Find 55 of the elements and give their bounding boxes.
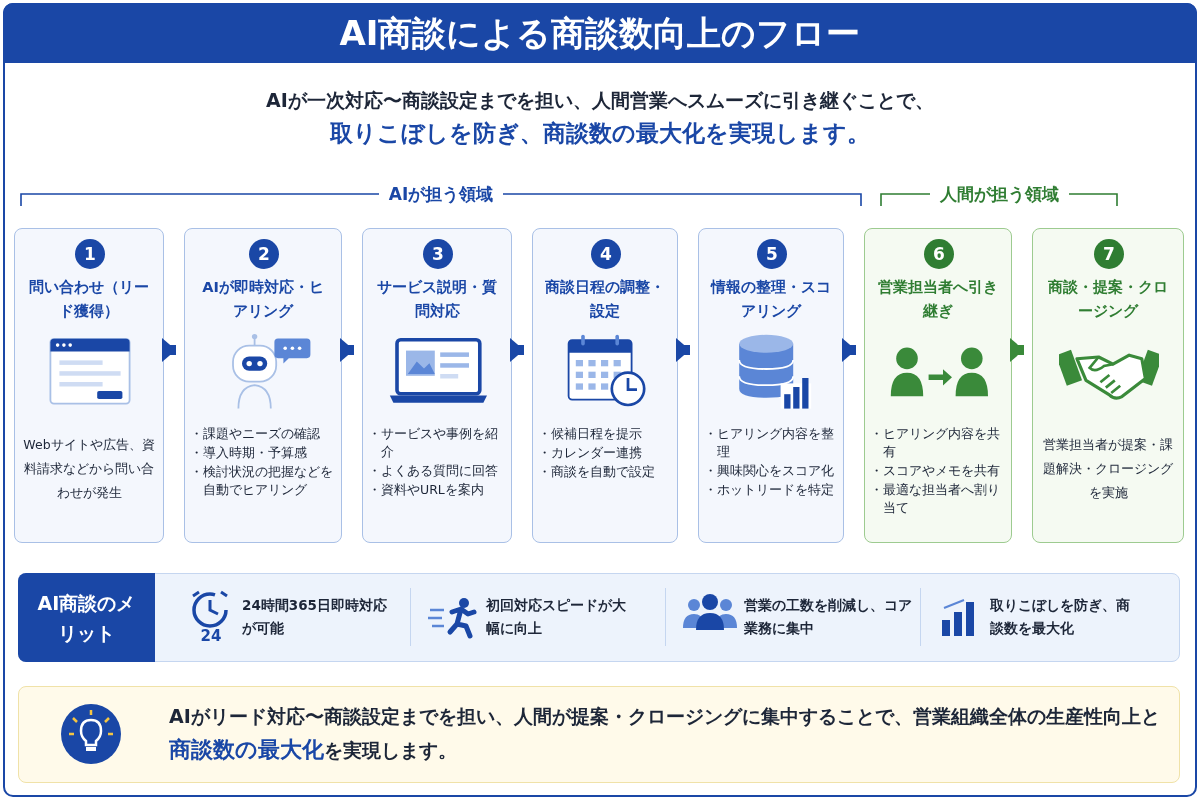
bullet-item: ・商談を自動で設定 bbox=[538, 463, 656, 481]
subtitle: 取りこぼしを防ぎ、商談数の最大化を実現します。 bbox=[329, 119, 871, 148]
step-number: 7 bbox=[1094, 239, 1124, 269]
subtitle: AIが一次対応〜商談設定までを担い、人間営業へスムーズに引き継ぐことで、 bbox=[265, 88, 935, 113]
step-card bbox=[864, 228, 1012, 543]
step-card bbox=[184, 228, 342, 543]
merit-text: 初回対応スピードが大幅に向上 bbox=[486, 596, 627, 638]
step-number: 1 bbox=[75, 239, 105, 269]
summary-text: AIがリード対応〜商談設定までを担い、人間が提案・クロージングに集中することで、営業組織全体の生産性向上と商談数の最大化を実現します。 bbox=[169, 704, 1161, 764]
bullet-item: ・サービスや事例を紹介 bbox=[368, 425, 499, 461]
arrow bbox=[1010, 338, 1024, 362]
step-title: 情報の整理・スコアリング bbox=[709, 278, 832, 321]
step-card bbox=[362, 228, 512, 543]
merit-text: 取りこぼしを防ぎ、商談数を最大化 bbox=[990, 596, 1131, 638]
bullet-item: ・カレンダー連携 bbox=[538, 444, 643, 462]
title-banner: AI商談による商談数向上のフロー bbox=[3, 3, 1197, 63]
merit-heading: AI商談のメリット bbox=[18, 573, 155, 662]
step-card bbox=[698, 228, 844, 543]
step-title: 商談・提案・クロージング bbox=[1047, 278, 1169, 321]
bullet-item: ・興味関心をスコア化 bbox=[704, 462, 835, 480]
bullet-item: ・ヒアリング内容を整理 bbox=[704, 425, 835, 461]
step-number: 2 bbox=[249, 239, 279, 269]
step-description: 営業担当者が提案・課題解決・クロージングを実施 bbox=[1042, 436, 1174, 502]
step-title: 商談日程の調整・設定 bbox=[544, 278, 666, 321]
bullet-item: ・最適な担当者へ割り当て bbox=[870, 481, 1001, 517]
step-title: 営業担当者へ引き継ぎ bbox=[877, 278, 999, 321]
bullet-item: ・候補日程を提示 bbox=[538, 425, 643, 443]
step-number: 6 bbox=[924, 239, 954, 269]
step-card bbox=[1032, 228, 1184, 543]
arrow bbox=[842, 338, 856, 362]
bullet-item: ・課題やニーズの確認 bbox=[190, 425, 321, 443]
bullet-item: ・資料やURLを案内 bbox=[368, 481, 485, 499]
step-number: 5 bbox=[757, 239, 787, 269]
step-description: Webサイトや広告、資料請求などから問い合わせが発生 bbox=[22, 436, 156, 502]
note-box bbox=[18, 686, 1180, 783]
merit-text: 営業の工数を削減し、コア業務に集中 bbox=[744, 596, 913, 638]
step-card bbox=[532, 228, 678, 543]
step-number: 4 bbox=[591, 239, 621, 269]
bullet-item: ・検討状況の把握などを自動でヒアリング bbox=[190, 463, 334, 499]
bullet-item: ・導入時期・予算感 bbox=[190, 444, 308, 462]
bullet-item: ・ホットリードを特定 bbox=[704, 481, 835, 499]
merit-text: 24時間365日即時対応が可能 bbox=[242, 596, 388, 638]
step-title: サービス説明・質問対応 bbox=[376, 278, 498, 321]
step-card bbox=[14, 228, 164, 543]
arrow bbox=[510, 338, 524, 362]
bullet-item: ・ヒアリング内容を共有 bbox=[870, 425, 1001, 461]
arrow bbox=[676, 338, 690, 362]
step-title: 問い合わせ（リード獲得） bbox=[28, 278, 150, 321]
bullet-item: ・よくある質問に回答 bbox=[368, 462, 499, 480]
icon-number: 24 bbox=[199, 628, 223, 644]
arrow bbox=[340, 338, 354, 362]
step-title: AIが即時対応・ヒアリング bbox=[201, 278, 325, 321]
step-number: 3 bbox=[423, 239, 453, 269]
arrow bbox=[162, 338, 176, 362]
bullet-item: ・スコアやメモを共有 bbox=[870, 462, 1001, 480]
